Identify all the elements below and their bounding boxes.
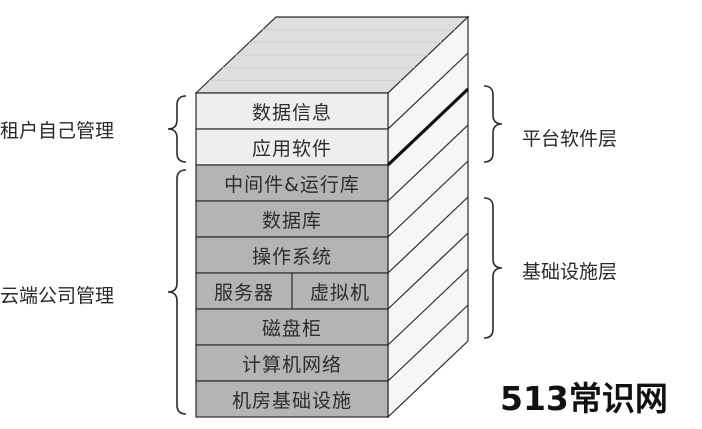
platform-brace bbox=[483, 85, 503, 163]
layer-label-middleware: 中间件&运行库 bbox=[224, 173, 360, 196]
layer-block bbox=[195, 200, 389, 238]
cloud-managed-label: 云端公司管理 bbox=[0, 284, 115, 307]
side-boundary-line bbox=[387, 160, 469, 238]
tenant-brace bbox=[167, 95, 187, 163]
layer-block bbox=[195, 308, 389, 346]
layer-label-database: 数据库 bbox=[261, 209, 322, 232]
cloud-brace bbox=[167, 169, 187, 415]
layer-block bbox=[195, 380, 389, 418]
side-boundary-line bbox=[387, 196, 469, 274]
layer-label-data-info: 数据信息 bbox=[251, 101, 332, 124]
infrastructure-brace bbox=[483, 197, 503, 339]
side-boundary-line bbox=[387, 124, 469, 202]
platform-divider-line bbox=[386, 87, 470, 167]
platform-software-layer-label: 平台软件层 bbox=[522, 127, 618, 150]
layer-label-os: 操作系统 bbox=[251, 245, 332, 268]
layer-block bbox=[195, 128, 389, 166]
layer-label-facility: 机房基础设施 bbox=[231, 389, 352, 412]
layer-block bbox=[195, 92, 389, 130]
side-boundary-line bbox=[387, 232, 469, 310]
layer-label-vm: 虚拟机 bbox=[309, 281, 370, 304]
layer-label-app-software: 应用软件 bbox=[251, 137, 332, 160]
layer-block bbox=[195, 236, 389, 274]
layer-label-server: 服务器 bbox=[213, 281, 274, 304]
infrastructure-layer-label: 基础设施层 bbox=[522, 260, 618, 283]
tenant-managed-label: 租户自己管理 bbox=[0, 119, 115, 142]
layer-label-network: 计算机网络 bbox=[241, 353, 342, 376]
layer-label-disk-cabinet: 磁盘柜 bbox=[261, 317, 322, 340]
watermark: 513常识网 bbox=[500, 379, 668, 418]
side-boundary-line bbox=[387, 52, 469, 130]
layer-block bbox=[195, 164, 389, 202]
side-boundary-line bbox=[387, 268, 469, 346]
side-boundary-line bbox=[387, 304, 469, 382]
